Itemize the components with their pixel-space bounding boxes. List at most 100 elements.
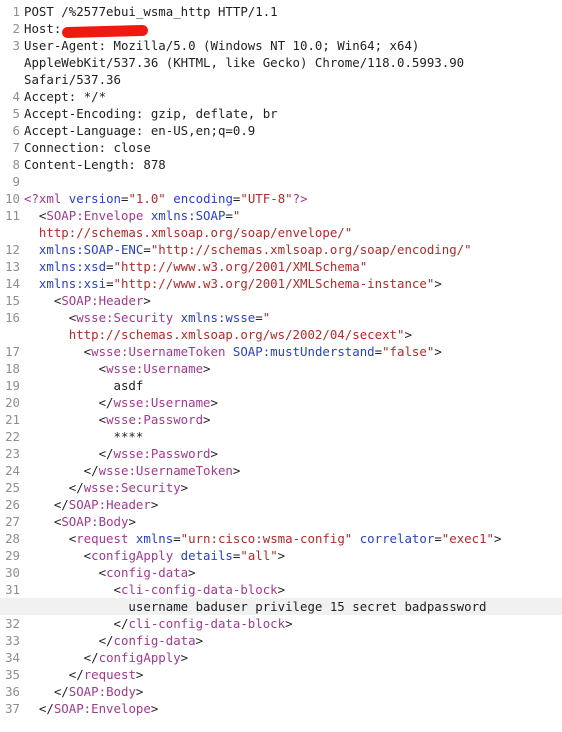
xml-punctuation: < bbox=[24, 412, 107, 427]
code-line[interactable]: 27 <SOAP:Body> bbox=[0, 513, 562, 530]
line-content: </SOAP:Body> bbox=[20, 683, 562, 700]
line-content: <wsse:Password> bbox=[20, 411, 562, 428]
code-line[interactable]: 19 asdf bbox=[0, 377, 562, 394]
line-content: Accept-Language: en-US,en;q=0.9 bbox=[20, 122, 562, 139]
code-line[interactable]: 14 xmlns:xsi="http://www.w3.org/2001/XML… bbox=[0, 275, 562, 292]
code-line[interactable]: 29 <configApply details="all"> bbox=[0, 547, 562, 564]
xml-attribute-name: details bbox=[173, 548, 233, 563]
code-line[interactable]: 25 </wsse:Security> bbox=[0, 479, 562, 496]
line-content: <configApply details="all"> bbox=[20, 547, 562, 564]
code-line[interactable]: 17 <wsse:UsernameToken SOAP:mustUndersta… bbox=[0, 343, 562, 360]
code-line[interactable]: 24 </wsse:UsernameToken> bbox=[0, 462, 562, 479]
line-number: 18 bbox=[5, 361, 20, 376]
line-number: 20 bbox=[5, 395, 20, 410]
xml-punctuation: > bbox=[285, 616, 293, 631]
code-line[interactable]: 33 </config-data> bbox=[0, 632, 562, 649]
line-content: User-Agent: Mozilla/5.0 (Windows NT 10.0… bbox=[20, 37, 562, 54]
line-content: AppleWebKit/537.36 (KHTML, like Gecko) C… bbox=[20, 54, 562, 71]
line-content bbox=[20, 173, 562, 190]
line-number: 27 bbox=[5, 514, 20, 529]
code-line[interactable]: 37 </SOAP:Envelope> bbox=[0, 700, 562, 717]
xml-attribute-value: "UTF-8" bbox=[240, 191, 293, 206]
xml-punctuation: = bbox=[225, 208, 233, 223]
xml-punctuation: < bbox=[24, 344, 92, 359]
xml-tag-name: wsse:Security bbox=[76, 310, 174, 325]
xml-punctuation: = bbox=[121, 191, 129, 206]
line-number: 3 bbox=[12, 38, 20, 53]
line-content: xmlns:xsd="http://www.w3.org/2001/XMLSch… bbox=[20, 258, 562, 275]
code-line[interactable]: 32 </cli-config-data-block> bbox=[0, 615, 562, 632]
code-line[interactable]: 21 <wsse:Password> bbox=[0, 411, 562, 428]
xml-punctuation: </ bbox=[24, 463, 99, 478]
line-content: Safari/537.36 bbox=[20, 71, 562, 88]
code-line[interactable]: 9 bbox=[0, 173, 562, 190]
xml-punctuation: </ bbox=[24, 650, 99, 665]
code-line[interactable]: 34 </configApply> bbox=[0, 649, 562, 666]
code-line[interactable]: 23 </wsse:Password> bbox=[0, 445, 562, 462]
code-line[interactable]: AppleWebKit/537.36 (KHTML, like Gecko) C… bbox=[0, 54, 562, 71]
code-line[interactable]: 18 <wsse:Username> bbox=[0, 360, 562, 377]
line-number: 23 bbox=[5, 446, 20, 461]
code-line[interactable]: Safari/537.36 bbox=[0, 71, 562, 88]
line-content: </wsse:Security> bbox=[20, 479, 562, 496]
code-line[interactable]: 30 <config-data> bbox=[0, 564, 562, 581]
xml-tag-name: SOAP:Header bbox=[61, 293, 144, 308]
code-line[interactable]: 26 </SOAP:Header> bbox=[0, 496, 562, 513]
line-content: <SOAP:Header> bbox=[20, 292, 562, 309]
code-line[interactable]: 16 <wsse:Security xmlns:wsse=" bbox=[0, 309, 562, 326]
line-content: Accept: */* bbox=[20, 88, 562, 105]
code-line[interactable]: 13 xmlns:xsd="http://www.w3.org/2001/XML… bbox=[0, 258, 562, 275]
xml-tag-name: config-data bbox=[106, 565, 189, 580]
line-number: 34 bbox=[5, 650, 20, 665]
xml-punctuation: > bbox=[434, 344, 442, 359]
xml-attribute-value: "all" bbox=[240, 548, 278, 563]
code-line[interactable]: 28 <request xmlns="urn:cisco:wsma-config… bbox=[0, 530, 562, 547]
code-line[interactable]: http://schemas.xmlsoap.org/ws/2002/04/se… bbox=[0, 326, 562, 343]
xml-punctuation: > bbox=[232, 463, 241, 478]
xml-attribute-value: "http://schemas.xmlsoap.org/soap/encodin… bbox=[150, 242, 472, 257]
line-number: 17 bbox=[5, 344, 20, 359]
code-line[interactable]: 35 </request> bbox=[0, 666, 562, 683]
xml-punctuation: < bbox=[24, 582, 121, 597]
line-number: 4 bbox=[12, 89, 20, 104]
code-line[interactable]: http://schemas.xmlsoap.org/soap/envelope… bbox=[0, 224, 562, 241]
xml-tag-name: wsse:Password bbox=[106, 412, 204, 427]
line-number: 28 bbox=[5, 531, 20, 546]
xml-attribute-value: "http://www.w3.org/2001/XMLSchema" bbox=[113, 259, 368, 274]
xml-tag-name: SOAP:Envelope bbox=[53, 701, 151, 716]
line-number: 37 bbox=[5, 701, 20, 716]
xml-punctuation: > bbox=[210, 446, 218, 461]
xml-tag-name: SOAP:Body bbox=[61, 514, 129, 529]
code-line[interactable]: 36 </SOAP:Body> bbox=[0, 683, 562, 700]
xml-tag-name: wsse:Security bbox=[83, 480, 181, 495]
text-token: Host: bbox=[24, 21, 69, 36]
code-line[interactable]: 10<?xml version="1.0" encoding="UTF-8"?> bbox=[0, 190, 562, 207]
code-line-highlighted[interactable]: username baduser privilege 15 secret bad… bbox=[0, 598, 562, 615]
xml-tag-name: cli-config-data-block bbox=[128, 616, 286, 631]
code-line[interactable]: 12 xmlns:SOAP-ENC="http://schemas.xmlsoa… bbox=[0, 241, 562, 258]
code-line[interactable]: 22 **** bbox=[0, 428, 562, 445]
code-line[interactable]: 20 </wsse:Username> bbox=[0, 394, 562, 411]
xml-attribute-name: xmlns bbox=[128, 531, 174, 546]
code-line[interactable]: 11 <SOAP:Envelope xmlns:SOAP=" bbox=[0, 207, 562, 224]
line-number: 7 bbox=[12, 140, 20, 155]
line-content: </request> bbox=[20, 666, 562, 683]
xml-attribute-value: "http://www.w3.org/2001/XMLSchema-instan… bbox=[113, 276, 435, 291]
line-content: Host: bbox=[20, 20, 562, 37]
line-content: xmlns:xsi="http://www.w3.org/2001/XMLSch… bbox=[20, 275, 562, 292]
xml-punctuation: </ bbox=[24, 616, 129, 631]
code-line[interactable]: 15 <SOAP:Header> bbox=[0, 292, 562, 309]
code-line[interactable]: 31 <cli-config-data-block> bbox=[0, 581, 562, 598]
line-number: 36 bbox=[5, 684, 20, 699]
line-number: 12 bbox=[5, 242, 20, 257]
line-number: 10 bbox=[5, 191, 20, 206]
